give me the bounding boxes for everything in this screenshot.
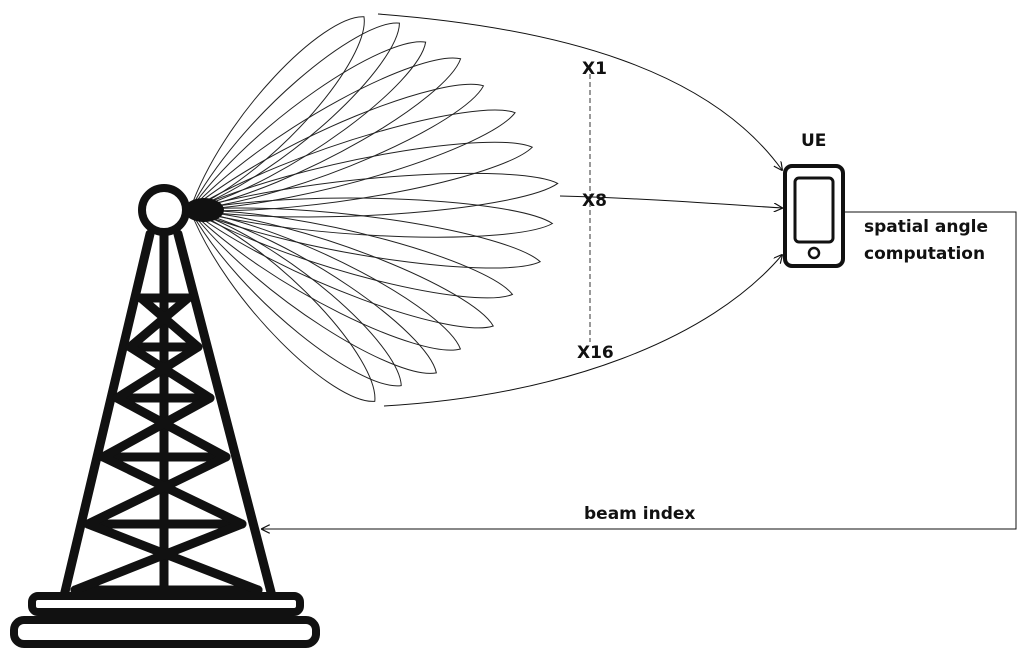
beam-lobe <box>189 172 559 218</box>
beam-lobe <box>188 41 427 211</box>
ue-label: UE <box>801 131 826 151</box>
beam-lobes <box>184 16 559 402</box>
spatial-angle-label: spatial angle <box>864 217 988 237</box>
beam-lobe <box>189 141 534 212</box>
beam-lobe <box>188 209 462 351</box>
beam-lobe <box>189 207 542 269</box>
arrow-x16-to-ue <box>383 255 782 407</box>
beam-lobe <box>189 197 554 238</box>
beam-index-label: beam index <box>584 504 695 524</box>
beam-lobe <box>189 16 365 211</box>
beam-index-feedback-arrow <box>262 211 1017 529</box>
beam-lobe <box>188 83 485 211</box>
beam-lobe <box>189 109 516 211</box>
cell-tower-icon <box>10 184 320 648</box>
computation-label: computation <box>864 244 985 264</box>
beam-lobe <box>188 209 494 329</box>
beam-label-x1: X1 <box>582 59 607 79</box>
arrow-x8-to-ue <box>559 195 782 208</box>
beam-label-x8: X8 <box>582 191 607 211</box>
beam-label-x16: X16 <box>577 343 614 363</box>
beam-lobe <box>188 209 402 387</box>
antenna-origin <box>184 198 224 222</box>
beam-lobe <box>188 209 437 374</box>
beam-lobe <box>188 57 462 211</box>
arrow-x1-to-ue <box>377 13 782 170</box>
smartphone-icon <box>783 164 845 268</box>
beam-lobe <box>189 209 376 402</box>
beam-lobe <box>188 209 514 299</box>
beam-lobe <box>188 22 400 211</box>
